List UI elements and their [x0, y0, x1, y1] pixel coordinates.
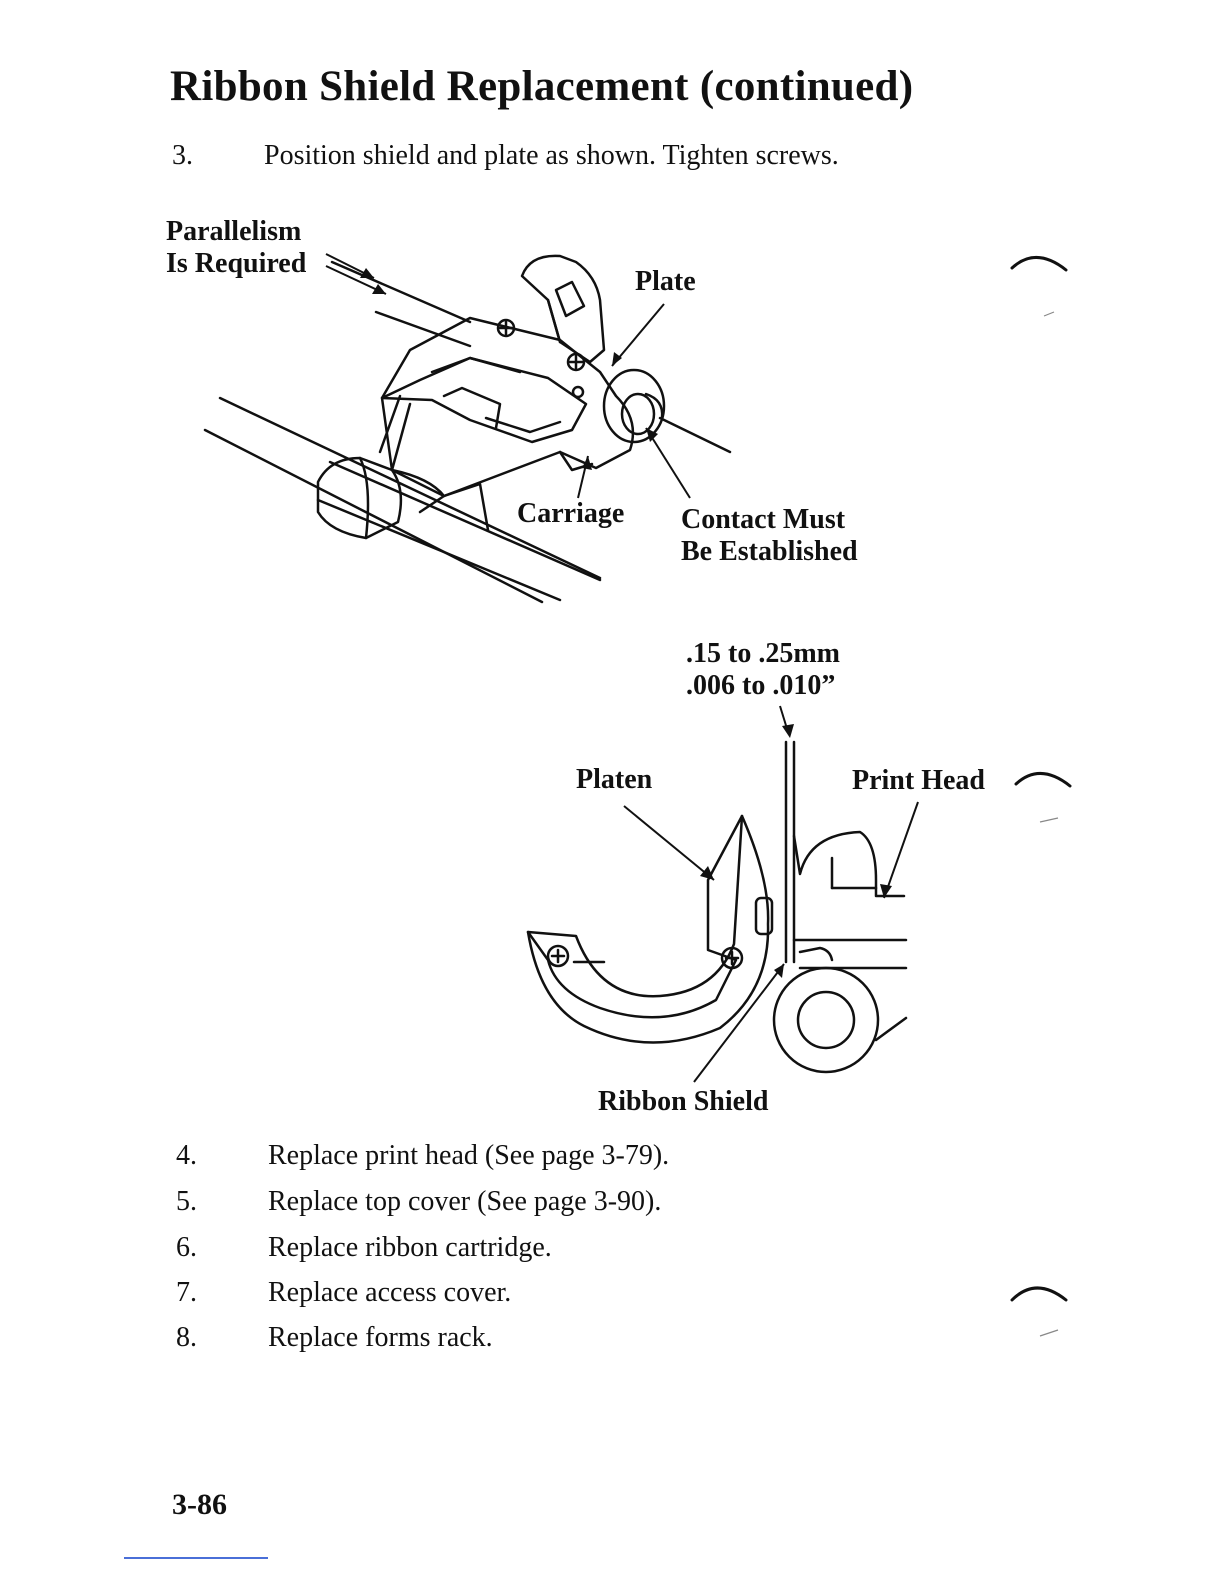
step-number: 7.: [176, 1277, 197, 1308]
arrowhead-icon: [774, 964, 784, 978]
print-head-label: Print Head: [852, 765, 985, 796]
leader-line: [645, 427, 691, 499]
carriage-label: Carriage: [517, 498, 625, 529]
leader-line: [693, 963, 785, 1083]
step-text: Replace forms rack.: [268, 1322, 493, 1353]
print-head-body: [792, 830, 906, 898]
arrowhead-icon: [372, 284, 386, 294]
arrowhead-icon: [880, 884, 892, 898]
arrowhead-icon: [700, 866, 714, 880]
leader-line: [623, 805, 715, 881]
step-text: Replace print head (See page 3-79).: [268, 1140, 670, 1171]
step-text: Replace top cover (See page 3-90).: [268, 1186, 662, 1217]
guide-rail-line: [658, 416, 732, 454]
step-number: 4.: [176, 1140, 197, 1171]
footer-rule: [124, 1557, 268, 1559]
step-text: Position shield and plate as shown. Tigh…: [264, 140, 839, 171]
plate-label: Plate: [635, 266, 696, 297]
arrowhead-icon: [782, 724, 794, 738]
leader-line: [611, 303, 665, 367]
arrowhead-icon: [360, 268, 374, 278]
carriage-body: [380, 316, 635, 498]
step-number: 8.: [176, 1322, 197, 1353]
parallelism-label: Parallelism Is Required: [166, 216, 307, 279]
ribbon-shield-label: Ribbon Shield: [598, 1086, 769, 1117]
step-text: Replace access cover.: [268, 1277, 512, 1308]
contact-label: Contact Must Be Established: [681, 504, 858, 567]
rod-clamp: [316, 456, 403, 540]
roller-inner: [796, 990, 856, 1050]
screw-icon: [566, 352, 586, 372]
leader-line: [883, 801, 919, 899]
page-number: 3-86: [172, 1488, 227, 1521]
step-number: 6.: [176, 1232, 197, 1263]
carriage-rod: [316, 460, 602, 602]
binder-hole-icon: [1014, 772, 1072, 788]
step-number: 3.: [172, 140, 193, 171]
arrowhead-icon: [646, 428, 658, 442]
guide-rail-line: [330, 260, 472, 324]
screw-icon: [496, 318, 516, 338]
step-number: 5.: [176, 1186, 197, 1217]
arrowhead-icon: [612, 352, 622, 366]
arrowhead-icon: [582, 456, 592, 470]
guide-rail-line: [218, 396, 602, 580]
gap-specification: .15 to .25mm .006 to .010”: [686, 638, 840, 701]
platen-label: Platen: [576, 764, 653, 795]
screw-icon: [546, 944, 570, 968]
roller-outer: [772, 966, 880, 1074]
step-text: Replace ribbon cartridge.: [268, 1232, 552, 1263]
screw-icon: [720, 946, 744, 970]
binder-hole-icon: [1010, 256, 1068, 272]
binder-hole-icon: [1010, 1286, 1068, 1302]
guide-rail-line: [203, 428, 544, 604]
screw-icon: [571, 385, 585, 399]
page-title: Ribbon Shield Replacement (continued): [170, 63, 914, 110]
guide-rail-line: [374, 310, 472, 348]
plate-tab: [520, 254, 606, 364]
contact-collar: [602, 368, 666, 444]
